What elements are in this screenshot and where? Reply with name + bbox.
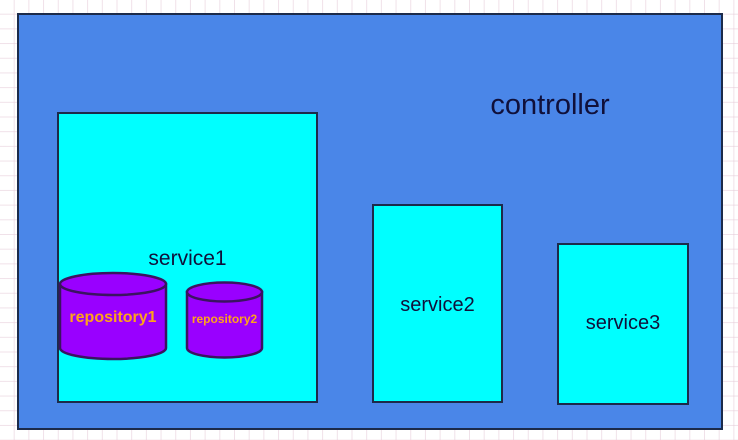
service3-label: service3	[585, 312, 661, 334]
service2-label: service2	[400, 294, 475, 316]
service2-box[interactable]	[372, 204, 503, 403]
service3-box[interactable]	[557, 243, 689, 405]
database-cylinder-icon	[185, 281, 264, 359]
repository2-cylinder[interactable]: repository2	[185, 281, 264, 359]
database-cylinder-icon	[58, 271, 168, 361]
repository1-cylinder[interactable]: repository1	[58, 271, 168, 361]
controller-label: controller	[490, 89, 610, 121]
service1-label: service1	[148, 247, 227, 270]
